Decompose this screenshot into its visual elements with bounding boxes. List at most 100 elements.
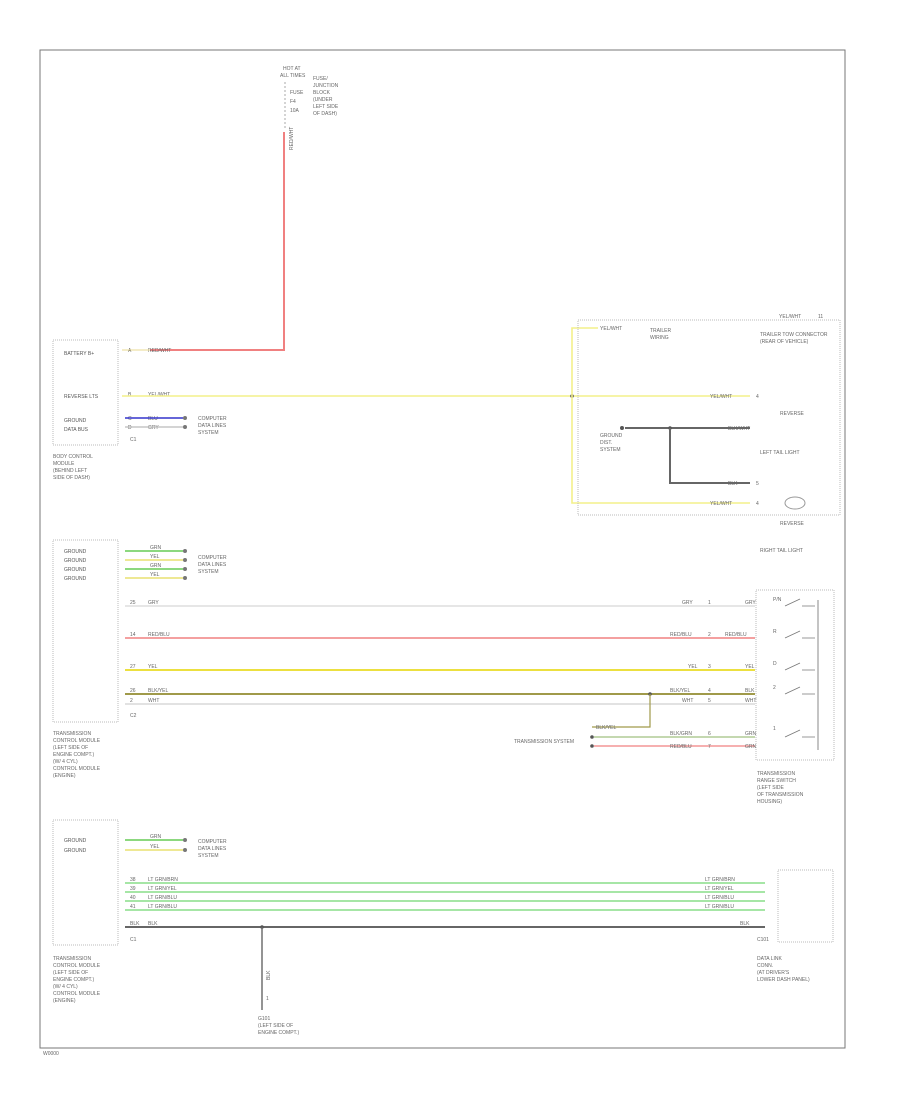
right-tail-caption: RIGHT TAIL LIGHT (760, 548, 803, 554)
pcm-gnd-caption-2: ENGINE COMPT.) (258, 1030, 299, 1036)
tcm-box (52, 539, 119, 723)
range-contact-4 (784, 729, 815, 738)
bcm-color-1: YEL/WHT (148, 392, 170, 398)
data-link-connector: C101 DATA LINK CONN. (AT DRIVER'S LOWER … (757, 869, 834, 983)
pcm-data-connector-0 (183, 838, 187, 842)
range-caption-1: RANGE SWITCH (757, 778, 796, 784)
wire-trailer-feed (571, 327, 598, 396)
right-tail-lamp: REVERSE (780, 521, 805, 527)
fuse-label-4: 10A (290, 108, 300, 114)
bcm-sub: C1 (130, 437, 137, 443)
trailer-ref-0: TRAILER (650, 328, 672, 334)
range-label-2: D (773, 661, 777, 667)
right-tail-color-in: YEL/WHT (710, 501, 732, 507)
bcm-ref-0: COMPUTER (198, 416, 227, 422)
tcm-data-color-2: GRN (150, 563, 162, 569)
pcm-ref-1: DATA LINES (198, 846, 227, 852)
bcm-pin-1: REVERSE LTS (64, 394, 99, 400)
range-caption-0: TRANSMISSION (757, 771, 795, 777)
gnd-note-2: SYSTEM (600, 447, 621, 453)
powertrain-control-module: GROUND GROUND GRN YEL COMPUTER DATA LINE… (52, 819, 765, 1036)
tcm-wire-end-num-2: 3 (708, 664, 711, 670)
tcm-wire-num-0: 25 (130, 600, 136, 606)
range-contact-2 (784, 662, 815, 671)
trans-wire-sw-1: GRN (745, 744, 757, 750)
fuse-block: HOT AT ALL TIMES FUSE F4 10A FUSE/ JUNCT… (280, 66, 339, 150)
trans-wire-num-0: 6 (708, 731, 711, 737)
tcm-wire-color-4: WHT (148, 698, 159, 704)
tcm-wire-num-2: 27 (130, 664, 136, 670)
pcm-ref-2: SYSTEM (198, 853, 219, 859)
tcm-wire-end-color-1: RED/BLU (670, 632, 692, 638)
range-label-0: P/N (773, 597, 782, 603)
bcm-color-3: GRY (148, 425, 159, 431)
tcm-wire-sw-color-3: BLK (745, 688, 755, 694)
tcm-wire-color-1: RED/BLU (148, 632, 170, 638)
transmission-control-module: GROUND GROUND GROUND GROUND GRN YEL GRN … (52, 539, 756, 779)
right-tail-num-in: 4 (756, 501, 759, 507)
fuse-label-1: ALL TIMES (280, 73, 306, 79)
bcm-caption-1: MODULE (53, 461, 75, 467)
bcm-data-connector-b (183, 425, 187, 429)
tcm-data-color-1: YEL (150, 554, 160, 560)
trans-wire-num-1: 7 (708, 744, 711, 750)
dlc-caption-1: CONN. (757, 963, 773, 969)
fuse-note-5: OF DASH) (313, 111, 337, 117)
tcm-caption-6: (ENGINE) (53, 773, 76, 779)
pcm-wire-num-2: 40 (130, 895, 136, 901)
fuse-note-0: FUSE/ (313, 76, 328, 82)
rear-lamp-region (577, 319, 841, 516)
trailer-caption-0: TRAILER TOW CONNECTOR (760, 332, 828, 338)
tcm-data-connector-0 (183, 549, 187, 553)
wire-battery-feed (150, 132, 285, 351)
pcm-wire-num-1: 39 (130, 886, 136, 892)
tcm-wire-end-color-3: BLK/YEL (670, 688, 691, 694)
pcm-ref-0: COMPUTER (198, 839, 227, 845)
tcm-wire-color-2: YEL (148, 664, 158, 670)
dlc-caption-2: (AT DRIVER'S (757, 970, 790, 976)
pcm-wire-color-2: LT GRN/BLU (148, 895, 177, 901)
pcm-color-0: GRN (150, 834, 162, 840)
fuse-note-1: JUNCTION (313, 83, 339, 89)
diagram-frame (39, 49, 846, 1049)
pcm-box (52, 819, 119, 946)
pcm-gnd-num: 1 (266, 996, 269, 1002)
pcm-caption-1: CONTROL MODULE (53, 963, 101, 969)
body-control-module: BATTERY B+ REVERSE LTS GROUND DATA BUS A… (52, 339, 227, 481)
tcm-wire-sw-color-2: YEL (745, 664, 755, 670)
tcm-pin-1: GROUND (64, 558, 87, 564)
trans-wire-color-1: RED/BLU (670, 744, 692, 750)
pcm-caption-4: (W/ 4 CYL) (53, 984, 78, 990)
tcm-wire-end-num-4: 5 (708, 698, 711, 704)
left-tail-caption: LEFT TAIL LIGHT (760, 450, 800, 456)
wire-right-tail-feed (571, 396, 750, 504)
bcm-ref-2: SYSTEM (198, 430, 219, 436)
range-label-1: R (773, 629, 777, 635)
bcm-ref-1: DATA LINES (198, 423, 227, 429)
bcm-color-2: BLU (148, 416, 158, 422)
pcm-wire-num-3: 41 (130, 904, 136, 910)
bcm-caption-0: BODY CONTROL (53, 454, 93, 460)
left-tail-gnd-color: BLK/WHT (728, 426, 750, 432)
pcm-wire-color-3: LT GRN/BLU (148, 904, 177, 910)
trans-connector-1 (590, 744, 594, 748)
pcm-pin-0: GROUND (64, 838, 87, 844)
fuse-label-2: FUSE (290, 90, 304, 96)
pcm-wire-num-4: BLK (130, 921, 140, 927)
bcm-color-0: RED/WHT (148, 348, 171, 354)
left-tail-lamp: REVERSE (780, 411, 805, 417)
fuse-wire-label: RED/WHT (289, 127, 295, 150)
bcm-data-connector-a (183, 416, 187, 420)
range-caption-4: HOUSING) (757, 799, 782, 805)
footer-code: W0000 (43, 1051, 59, 1057)
gnd-note-1: DIST. (600, 440, 612, 446)
tcm-wire-sw-color-0: GRY (745, 600, 756, 606)
bcm-pin-3: DATA BUS (64, 427, 89, 433)
tcm-wire-num-3: 26 (130, 688, 136, 694)
pcm-pin-1: GROUND (64, 848, 87, 854)
pcm-end-color-2: LT GRN/BLU (705, 895, 734, 901)
tcm-data-connector-1 (183, 558, 187, 562)
fuse-label-3: F4 (290, 99, 296, 105)
tcm-ref-0: COMPUTER (198, 555, 227, 561)
transmission-range-switch: P/N R D 2 1 TRANSMISSION RANGE SWITCH (L… (755, 589, 835, 805)
